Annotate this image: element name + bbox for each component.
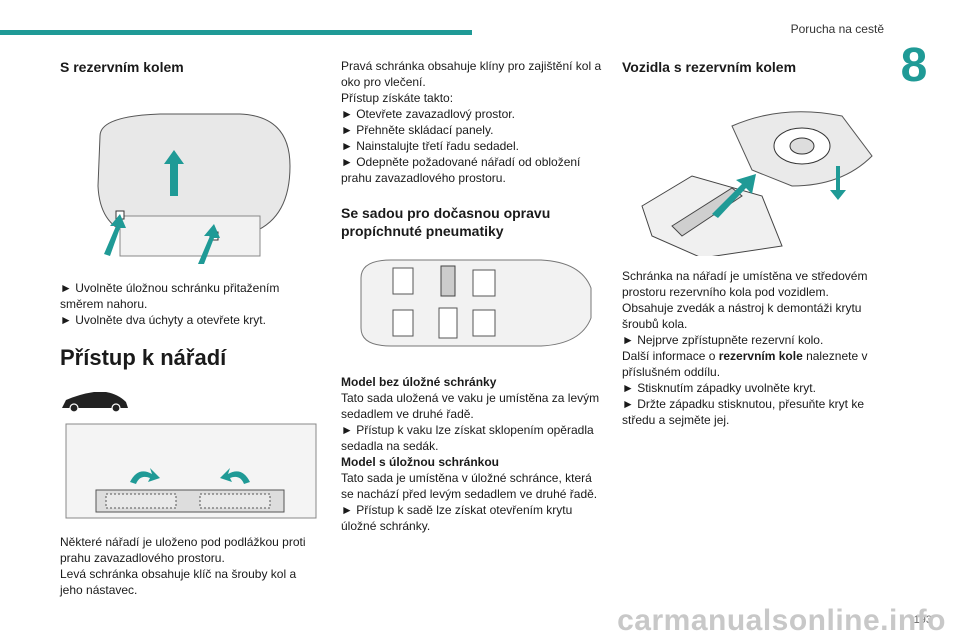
- model-with-box-title: Model s úložnou schránkou: [341, 455, 500, 469]
- model-with-box-step: ► Přístup k sadě lze získat otevřením kr…: [341, 503, 573, 533]
- step-unclip-tools: ► Odepněte požadované nářadí od obložení…: [341, 155, 581, 185]
- more-info-prefix: Další informace o: [622, 349, 719, 363]
- step-press-latch: ► Stisknutím západky uvolněte kryt.: [622, 381, 816, 395]
- step-slide-cover: ► Držte západku stisknutou, přesuňte kry…: [622, 397, 864, 427]
- column-1: S rezervním kolem ► Uvolněte úložnou sch…: [60, 58, 322, 598]
- header-accent-bar: [0, 30, 472, 35]
- instruction-release-clips: ► Uvolněte dva úchyty a otevřete kryt.: [60, 313, 266, 327]
- more-info-suffix: naleznete v příslušném oddílu.: [622, 349, 868, 379]
- toolbox-contents-text: Obsahuje zvedák a nástroj k demontáži kr…: [622, 301, 862, 331]
- heading-tools-access: Přístup k nářadí: [60, 345, 227, 370]
- heading-repair-kit: Se sadou pro dočasnou opravu propíchnuté…: [341, 205, 551, 239]
- instruction-release-box: ► Uvolněte úložnou schránku přitažením s…: [60, 281, 280, 311]
- toolbox-location-text: Schránka na nářadí je umístěna ve středo…: [622, 269, 868, 299]
- left-box-contents-text: Levá schránka obsahuje klíč na šrouby ko…: [60, 567, 297, 597]
- step-access-spare-wheel: ► Nejprve zpřístupněte rezervní kolo.: [622, 333, 824, 347]
- storage-box-illustration: [97, 113, 291, 264]
- step-open-boot: ► Otevřete zavazadlový prostor.: [341, 107, 515, 121]
- model-without-box-title: Model bez úložné schránky: [341, 375, 497, 389]
- heading-spare-wheel: S rezervním kolem: [60, 59, 184, 75]
- heading-vehicles-spare-wheel: Vozidla s rezervním kolem: [622, 59, 797, 75]
- access-intro-text: Přístup získáte takto:: [341, 91, 454, 105]
- column-3: Vozidla s rezervním kolem Schránka na ná…: [622, 58, 892, 428]
- right-box-contents-text: Pravá schránka obsahuje klíny pro zajišt…: [341, 59, 602, 89]
- model-with-box-text: Tato sada je umístěna v úložné schránce,…: [341, 471, 598, 501]
- column-2: Pravá schránka obsahuje klíny pro zajišt…: [341, 58, 606, 534]
- spare-wheel-illustration: [641, 111, 873, 256]
- spare-wheel-link-text: rezervním kole: [718, 349, 803, 363]
- watermark-logo: carmanualsonline.info: [617, 604, 946, 637]
- model-without-box-step: ► Přístup k vaku lze získat sklopením op…: [341, 423, 594, 453]
- chapter-number: 8: [900, 39, 928, 92]
- boot-floor-illustration: [65, 423, 317, 519]
- model-without-box-text: Tato sada uložená ve vaku je umístěna za…: [341, 391, 600, 421]
- step-install-seats: ► Nainstalujte třetí řadu sedadel.: [341, 139, 519, 153]
- car-topview-illustration: [360, 259, 592, 347]
- tools-under-floor-text: Některé nářadí je uloženo pod podlážkou …: [60, 535, 306, 565]
- running-header: Porucha na cestě: [790, 22, 884, 36]
- car-silhouette-icon: [62, 392, 128, 413]
- page-number: 193: [913, 614, 932, 626]
- step-fold-panels: ► Přehněte skládací panely.: [341, 123, 494, 137]
- more-info-text: Další informace o rezervním kole nalezne…: [622, 348, 892, 380]
